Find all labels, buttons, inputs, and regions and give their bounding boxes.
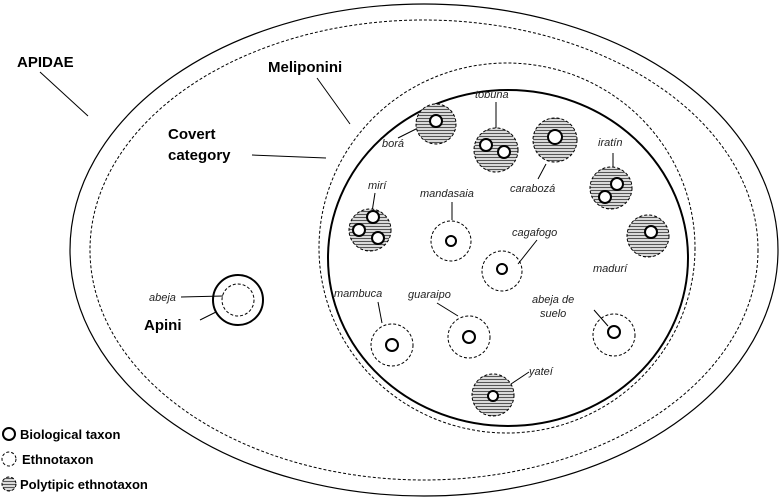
legend-polytipic-ethnotaxon-icon xyxy=(1,476,17,492)
guaraipo-label: guaraipo xyxy=(408,289,451,301)
mandasaia-taxon xyxy=(430,220,472,262)
manduri-label: madurí xyxy=(593,263,628,275)
legend-biological-taxon-label: Biological taxon xyxy=(20,427,120,442)
caraboza-label: carabozá xyxy=(510,183,555,195)
manduri-taxon xyxy=(626,214,670,258)
bora-label: borá xyxy=(382,138,404,150)
tobuna-label: tobuna xyxy=(475,89,509,101)
yatei-leader xyxy=(510,371,530,385)
apidae-leader xyxy=(39,71,89,117)
yatei-label: yateí xyxy=(528,366,554,378)
guaraipo-taxon xyxy=(447,315,491,359)
yatei-taxon xyxy=(471,373,515,417)
legend-biological-taxon-icon xyxy=(2,427,16,441)
cagafogo-label: cagafogo xyxy=(512,227,557,239)
apidae-boundary xyxy=(69,3,779,497)
caraboza-leader xyxy=(537,163,547,180)
meliponini-boundary xyxy=(327,89,689,427)
mandasaia-label: mandasaia xyxy=(420,188,474,200)
abeja-de-suelo-leader xyxy=(593,309,609,327)
covert-leader xyxy=(251,154,327,159)
legend-polytipic-ethnotaxon-label: Polytipic ethnotaxon xyxy=(20,477,148,492)
caraboza-taxon xyxy=(532,117,578,163)
legend-ethnotaxon-icon xyxy=(1,451,17,467)
legend: Biological taxon Ethnotaxon Polytipic et… xyxy=(1,427,148,492)
mambuca-taxon xyxy=(370,323,414,367)
iratin-label: iratín xyxy=(598,137,622,149)
meliponini-label: Meliponini xyxy=(268,59,342,76)
cagafogo-taxon xyxy=(481,250,523,292)
miri-taxon xyxy=(348,208,392,252)
abeja-de-suelo-label-1: abeja de xyxy=(532,294,574,306)
iratin-taxon xyxy=(589,166,633,210)
apini-label: Apini xyxy=(144,317,182,334)
meliponini-leader xyxy=(316,77,351,125)
miri-label: mirí xyxy=(368,180,387,192)
guaraipo-leader xyxy=(436,302,459,317)
apidae-label: APIDAE xyxy=(17,54,74,71)
bora-leader xyxy=(397,127,419,139)
abeja-label: abeja xyxy=(149,292,176,304)
abeja-leader xyxy=(180,295,224,298)
cagafogo-leader xyxy=(517,239,538,265)
abeja-de-suelo-taxon xyxy=(592,313,636,357)
legend-ethnotaxon-label: Ethnotaxon xyxy=(22,452,94,467)
abeja-de-suelo-label-2: suelo xyxy=(540,308,566,320)
apidae-inner-dashed xyxy=(89,19,759,481)
apini-boundary xyxy=(212,274,264,326)
covert-category-label-1: Covert xyxy=(168,126,216,143)
tobuna-taxon xyxy=(473,127,519,173)
covert-category-label-2: category xyxy=(168,147,231,164)
bora-taxon xyxy=(415,103,457,145)
mambuca-label: mambuca xyxy=(334,288,382,300)
covert-category-boundary xyxy=(318,62,696,434)
apini-leader xyxy=(199,311,217,321)
mambuca-leader xyxy=(377,301,383,324)
abeja-ethnotaxon xyxy=(221,283,255,317)
